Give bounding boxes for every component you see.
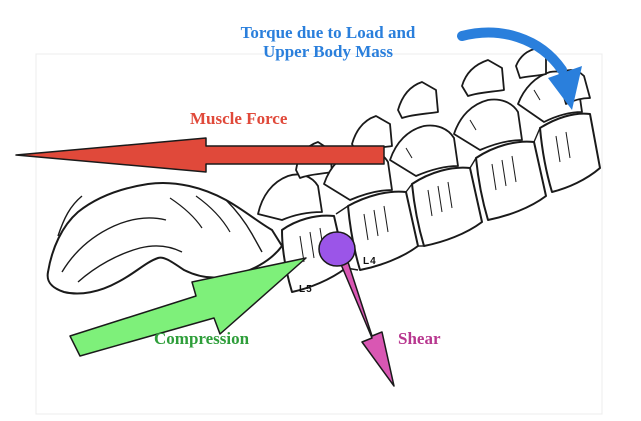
compression-arrow	[69, 257, 307, 357]
muscle-force-arrow	[15, 137, 385, 173]
l4-label: L4	[363, 256, 377, 267]
vertebra-l3	[411, 166, 483, 247]
torque-arrow-head	[548, 66, 582, 110]
vertebra-l4	[347, 190, 419, 271]
torque-label-line2: Upper Body Mass	[262, 41, 394, 61]
vertebra-l2	[475, 140, 547, 221]
vertebra-l1	[539, 112, 601, 193]
compression-label: Compression	[154, 329, 250, 348]
muscle-force-label: Muscle Force	[190, 109, 288, 128]
torque-arrow-shaft	[457, 27, 567, 75]
torque-label-line1: Torque due to Load and	[240, 23, 416, 42]
l5-label: L5	[299, 284, 313, 295]
shear-label: Shear	[398, 329, 441, 348]
torque-label: Torque due to Load and Upper Body Mass	[198, 23, 458, 61]
shear-arrow	[339, 261, 395, 387]
sacrum-illustration	[46, 181, 283, 295]
disc-marker	[318, 231, 356, 267]
sketch-shading	[299, 89, 571, 263]
